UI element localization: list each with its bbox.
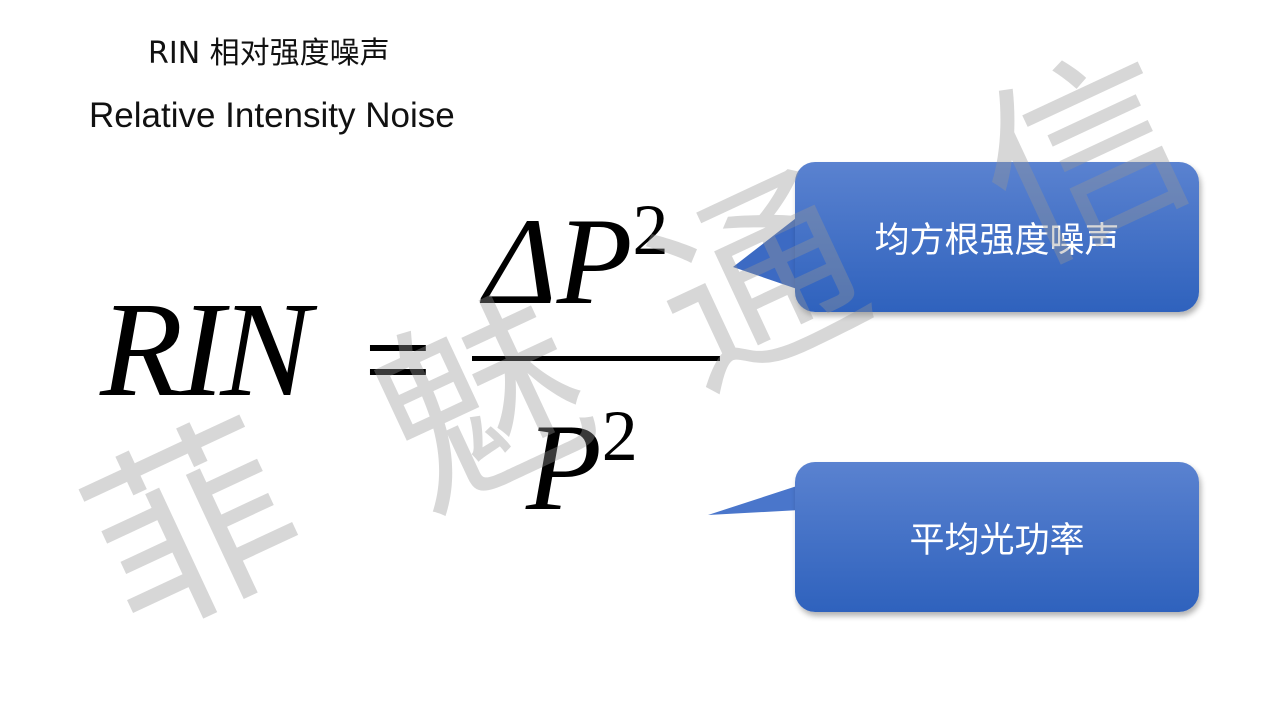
callout-label: 平均光功率: [909, 520, 1085, 561]
numerator-exponent: 2: [632, 190, 669, 270]
slide-title: RIN 相对强度噪声: [148, 36, 390, 71]
formula-equals: =: [364, 293, 432, 426]
formula-numerator: ΔP2: [484, 194, 669, 324]
formula-denominator: P2: [526, 400, 638, 530]
formula-lhs: RIN: [100, 275, 311, 425]
callout-tail-2: [708, 485, 800, 515]
callout-rms-noise: 均方根强度噪声: [795, 162, 1199, 312]
numerator-symbol: ΔP: [484, 193, 633, 330]
denominator-symbol: P: [526, 399, 602, 536]
callout-label: 均方根强度噪声: [874, 220, 1120, 261]
callout-average-power: 平均光功率: [795, 462, 1199, 612]
watermark-char: 菲: [54, 381, 335, 678]
denominator-exponent: 2: [601, 396, 638, 476]
callout-tail-1: [733, 215, 800, 290]
slide-subtitle: Relative Intensity Noise: [89, 96, 455, 135]
fraction-bar: [472, 356, 720, 361]
